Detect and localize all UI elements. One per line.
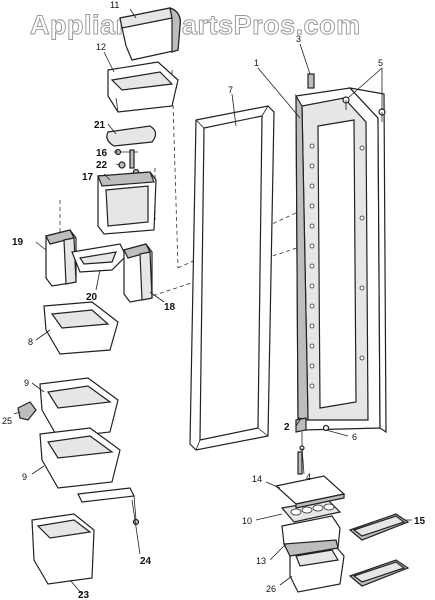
door-liner-holes — [309, 143, 365, 389]
part-2-4-6-bottom-hardware — [295, 417, 330, 475]
callout-8: 8 — [28, 337, 33, 347]
part-24-bin-rail — [77, 487, 140, 526]
callout-1: 1 — [254, 58, 259, 68]
callout-9-upper: 9 — [24, 378, 29, 388]
callout-11: 11 — [110, 0, 119, 10]
callout-17: 17 — [82, 172, 94, 183]
callout-24: 24 — [140, 556, 152, 567]
callout-16: 16 — [96, 148, 108, 159]
callout-10: 10 — [242, 516, 252, 526]
callout-13: 13 — [256, 556, 266, 566]
callout-19: 19 — [12, 237, 24, 248]
callout-23: 23 — [78, 590, 90, 600]
part-21-lid — [106, 125, 157, 147]
part-14-tray-lid — [274, 475, 346, 509]
part-3-5-top-screws — [307, 73, 386, 122]
leader-lines — [13, 8, 412, 595]
part-8-small-bin — [43, 301, 119, 355]
callout-5: 5 — [378, 58, 383, 68]
callout-26: 26 — [266, 584, 276, 594]
part-13-ice-tray-base — [281, 515, 341, 557]
callout-12: 12 — [96, 42, 106, 52]
part-20-dispenser-tray — [71, 243, 127, 273]
part-9-door-bin-upper — [39, 377, 119, 439]
callout-4: 4 — [306, 472, 311, 482]
callout-7: 7 — [228, 85, 233, 95]
part-23-large-bin — [31, 513, 95, 585]
part-12-upper-bin — [107, 61, 179, 113]
part-19-left-canister — [45, 229, 77, 287]
watermark-text: AppliancePartsPros.com — [30, 10, 361, 40]
part-15-ice-trays — [348, 513, 410, 587]
part-16-22-hardware — [114, 148, 140, 176]
part-11-dispenser-cover — [119, 7, 181, 61]
part-1-door-liner — [295, 87, 387, 434]
part-18-right-canister — [123, 243, 153, 303]
part-26-ice-bucket — [289, 541, 345, 593]
callout-25: 25 — [2, 416, 12, 426]
part-17-dispenser-housing — [97, 171, 157, 235]
part-25-clip — [17, 401, 37, 421]
callout-20: 20 — [86, 292, 98, 303]
callout-3: 3 — [296, 34, 301, 44]
part-7-door-gasket — [189, 105, 275, 451]
callout-21: 21 — [94, 120, 106, 131]
callout-14: 14 — [252, 474, 262, 484]
part-9-door-bin-lower — [39, 427, 121, 489]
callout-9-lower: 9 — [22, 472, 27, 482]
callout-2: 2 — [284, 422, 290, 433]
callout-labels: 11 12 21 16 22 17 19 20 18 8 9 25 9 24 2… — [2, 0, 426, 600]
callout-22: 22 — [96, 160, 108, 171]
callout-18: 18 — [164, 302, 176, 313]
callout-15: 15 — [414, 516, 426, 527]
callout-6: 6 — [352, 432, 357, 442]
